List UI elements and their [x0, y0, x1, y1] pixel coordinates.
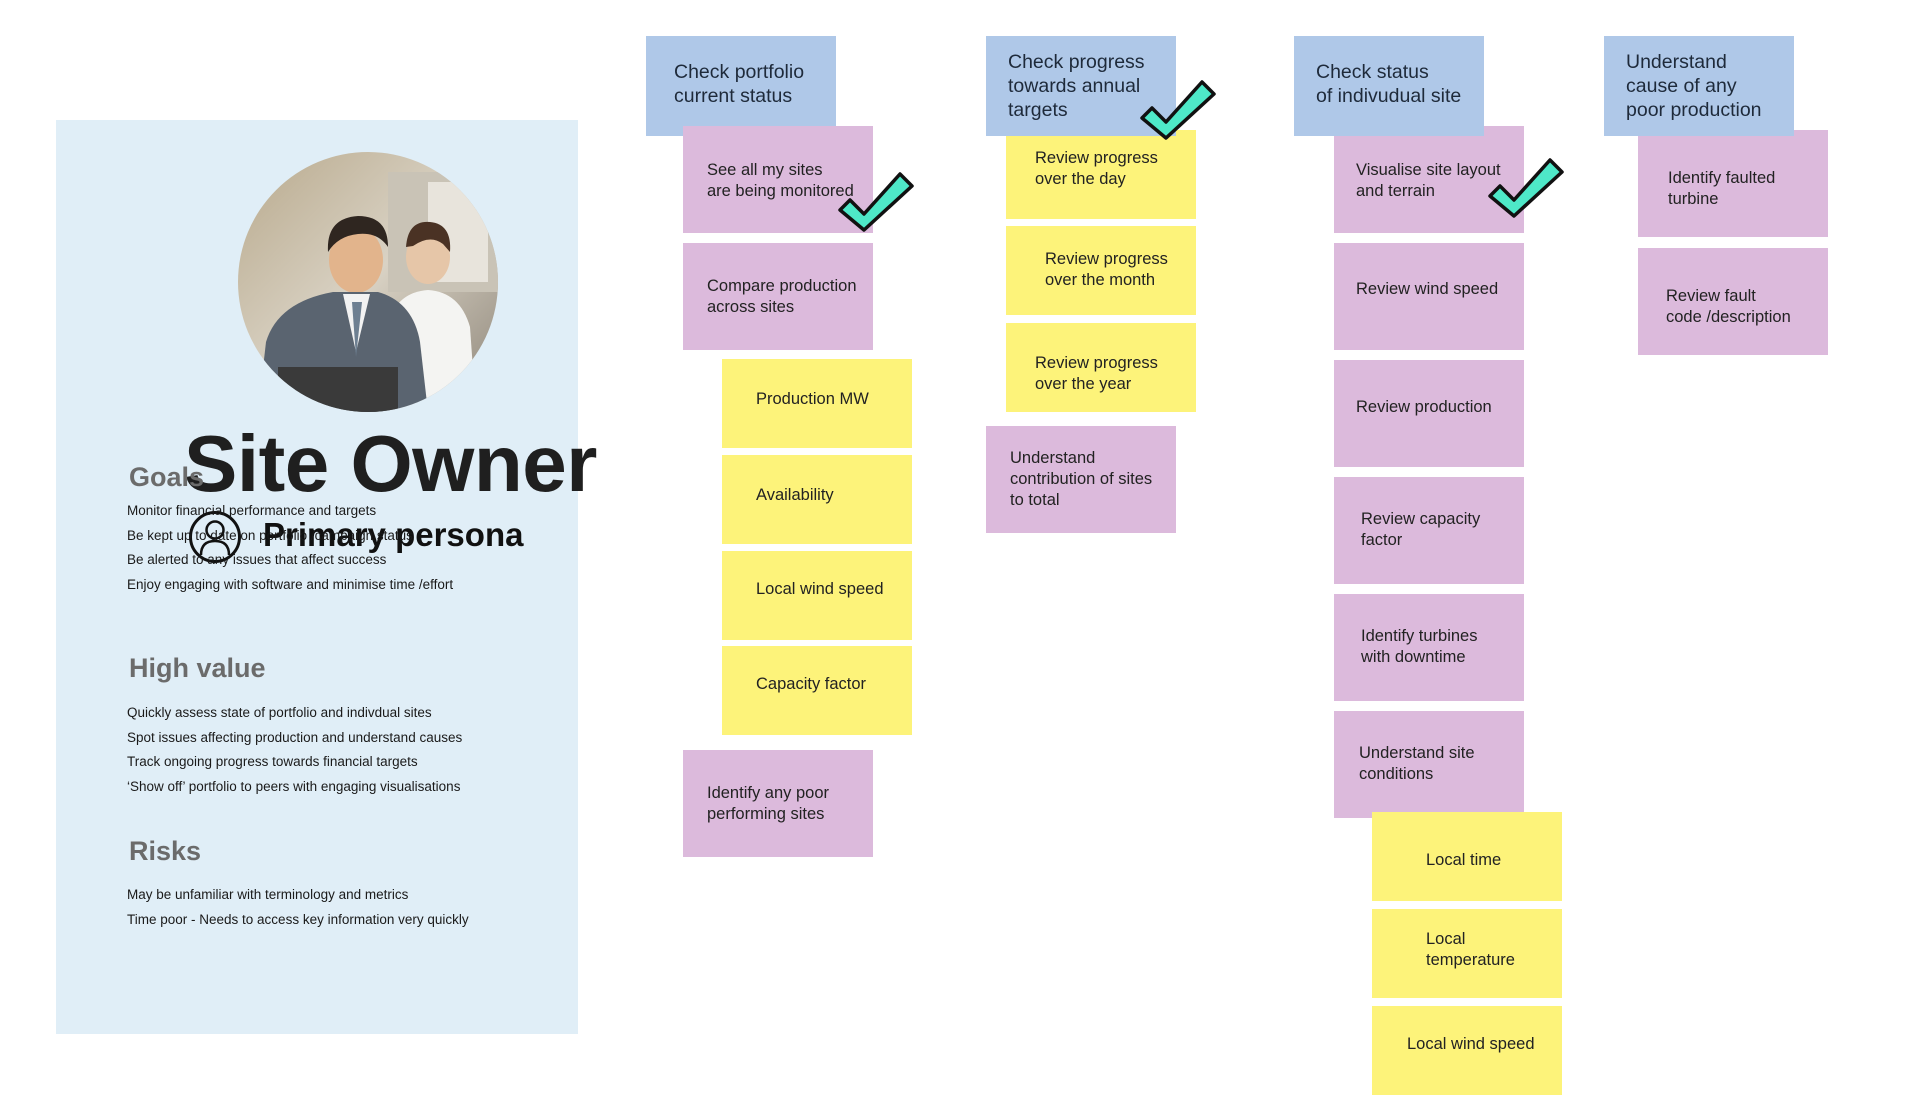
- sticky-note[interactable]: Identify any poor performing sites: [683, 750, 873, 857]
- sticky-note[interactable]: Understand site conditions: [1334, 711, 1524, 818]
- column-header-site[interactable]: Check status of indivudual site: [1294, 36, 1484, 136]
- risks-heading: Risks: [129, 836, 202, 866]
- sticky-note[interactable]: Local wind speed: [722, 551, 912, 640]
- goals-heading: Goals: [129, 462, 205, 492]
- high-value-item: Quickly assess state of portfolio and in…: [127, 705, 432, 720]
- persona-role: Primary persona: [263, 516, 524, 553]
- checkmark-icon: [838, 172, 914, 232]
- sticky-note[interactable]: Understand contribution of sites to tota…: [986, 426, 1176, 533]
- sticky-note[interactable]: Review progress over the day: [1006, 130, 1196, 219]
- sticky-note[interactable]: Capacity factor: [722, 646, 912, 735]
- sticky-note[interactable]: Local temperature: [1372, 909, 1562, 998]
- goal-item: Monitor financial performance and target…: [127, 503, 377, 518]
- risk-item: May be unfamiliar with terminology and m…: [127, 887, 409, 902]
- checkmark-icon: [1488, 158, 1564, 218]
- high-value-item: Spot issues affecting production and und…: [127, 729, 463, 745]
- sticky-note[interactable]: Review progress over the year: [1006, 323, 1196, 412]
- sticky-note[interactable]: Review progress over the month: [1006, 226, 1196, 315]
- checkmark-icon: [1140, 80, 1216, 140]
- sticky-note[interactable]: Review production: [1334, 360, 1524, 467]
- persona-photo: [238, 152, 498, 412]
- sticky-note[interactable]: Visualise site layout and terrain: [1334, 126, 1524, 233]
- sticky-note[interactable]: Local wind speed: [1372, 1006, 1562, 1095]
- column-header-poor-production[interactable]: Understand cause of any poor production: [1604, 36, 1794, 136]
- sticky-note[interactable]: Identify turbines with downtime: [1334, 594, 1524, 701]
- column-header-portfolio[interactable]: Check portfolio current status: [646, 36, 836, 136]
- sticky-note[interactable]: Review wind speed: [1334, 243, 1524, 350]
- high-value-list: Quickly assess state of portfolio and in…: [127, 701, 462, 799]
- risks-list: May be unfamiliar with terminology and m…: [127, 883, 469, 932]
- sticky-note[interactable]: Compare production across sites: [683, 243, 873, 350]
- goal-item: Enjoy engaging with software and minimis…: [127, 576, 454, 592]
- sticky-note[interactable]: Review capacity factor: [1334, 477, 1524, 584]
- sticky-note[interactable]: See all my sites are being monitored: [683, 126, 873, 233]
- person-circle-icon: [188, 510, 242, 564]
- sticky-note[interactable]: Review fault code /description: [1638, 248, 1828, 355]
- goal-item: Be kept up to date on portfolio /campaig…: [127, 527, 413, 543]
- high-value-heading: High value: [129, 653, 266, 683]
- persona-card: Site Owner Primary persona Goals Monitor…: [56, 120, 597, 1034]
- sticky-note[interactable]: Production MW: [722, 359, 912, 448]
- high-value-item: Track ongoing progress towards financial…: [127, 754, 418, 769]
- sticky-note[interactable]: Local time: [1372, 812, 1562, 901]
- goal-item: Be alerted to any issues that affect suc…: [127, 552, 387, 567]
- persona-name: Site Owner: [184, 419, 597, 508]
- sticky-note[interactable]: Availability: [722, 455, 912, 544]
- goals-list: Monitor financial performance and target…: [127, 499, 453, 597]
- risk-item: Time poor - Needs to access key informat…: [127, 911, 469, 927]
- high-value-item: ‘Show off’ portfolio to peers with engag…: [127, 778, 461, 794]
- sticky-note[interactable]: Identify faulted turbine: [1638, 130, 1828, 237]
